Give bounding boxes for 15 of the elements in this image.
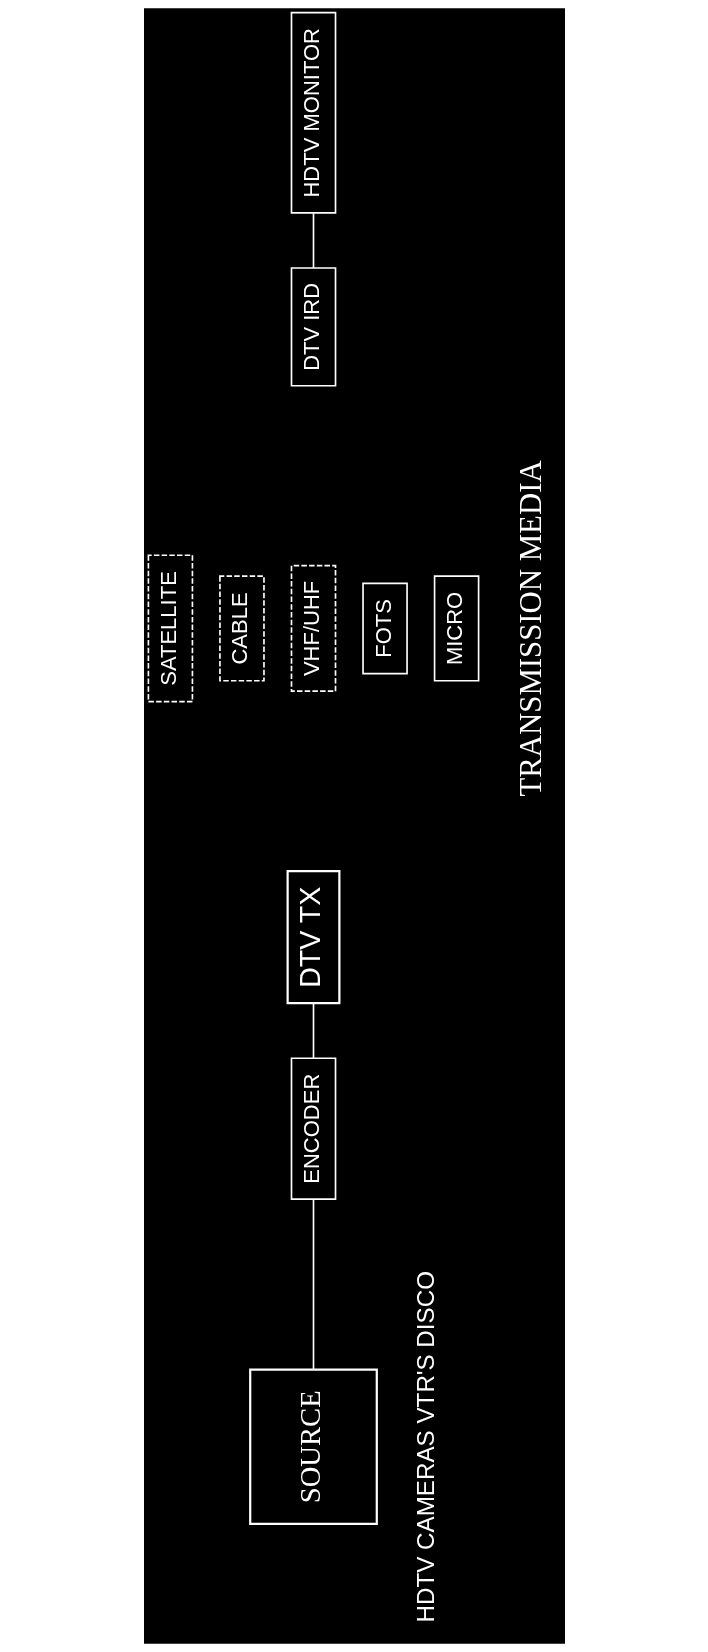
node-box: MICRO [433, 575, 479, 682]
node-box: VHF/UHF [290, 564, 336, 692]
node-box: DTV TX [286, 870, 340, 1005]
node-box: SATELLITE [147, 554, 193, 703]
node-box: FOTS [361, 582, 408, 675]
node-label: HDTV CAMERAS VTR'S DISCO [411, 1270, 439, 1623]
connector [312, 1002, 314, 1059]
connector [312, 212, 314, 269]
node-box: SOURCE [248, 1368, 378, 1525]
node-box: ENCODER [290, 1057, 336, 1200]
connector [312, 1198, 314, 1371]
node-box: DTV IRD [290, 267, 336, 387]
node-box: HDTV MONITOR [290, 11, 336, 214]
node-box: CABLE [218, 575, 265, 682]
label: TRANSMISSION MEDIA [513, 460, 548, 797]
